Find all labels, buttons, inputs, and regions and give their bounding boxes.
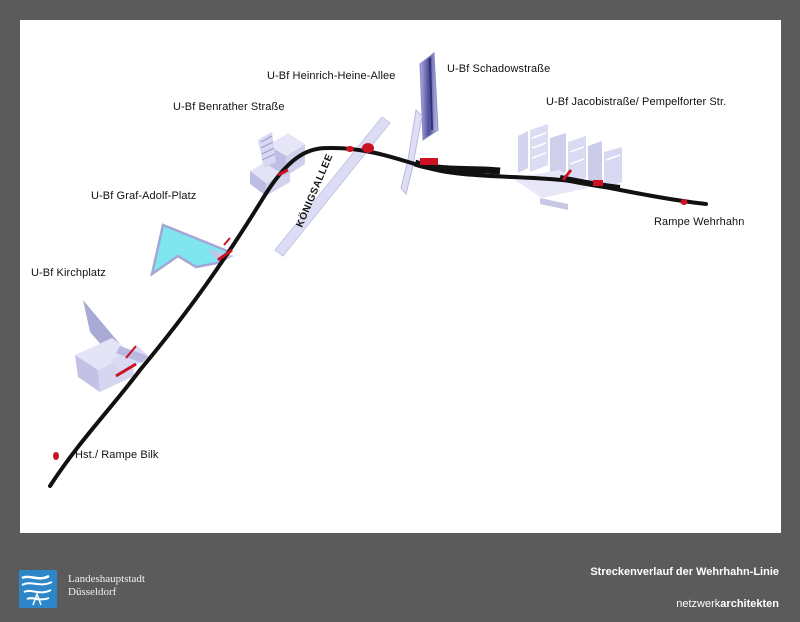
station-marker-schadowstrasse bbox=[420, 158, 438, 165]
label-graf-adolf-platz: U-Bf Graf-Adolf-Platz bbox=[91, 190, 197, 202]
schadowstrasse-building bbox=[400, 52, 439, 196]
label-rampe-wehrhahn: Rampe Wehrhahn bbox=[654, 216, 745, 228]
label-benrather-strasse: U-Bf Benrather Straße bbox=[173, 101, 285, 113]
duesseldorf-city-logo-icon bbox=[19, 570, 57, 608]
station-marker-benrather-strasse bbox=[277, 168, 289, 177]
city-name-line2: Düsseldorf bbox=[68, 586, 117, 598]
label-heinrich-heine-allee: U-Bf Heinrich-Heine-Allee bbox=[267, 70, 396, 82]
station-marker-rampe-bilk bbox=[53, 452, 59, 460]
city-name-line1: Landeshauptstadt bbox=[68, 573, 145, 585]
kirchplatz-buildings bbox=[75, 300, 150, 392]
plan-title: Streckenverlauf der Wehrhahn-Linie bbox=[590, 566, 779, 578]
station-marker-heinrich-heine-allee bbox=[362, 143, 374, 153]
label-jacobistrasse: U-Bf Jacobistraße/ Pempelforter Str. bbox=[546, 96, 727, 108]
label-schadowstrasse: U-Bf Schadowstraße bbox=[447, 63, 551, 75]
station-marker-graf-adolf-platz bbox=[217, 248, 233, 262]
label-kirchplatz: U-Bf Kirchplatz bbox=[31, 267, 106, 279]
architect-bold: architekten bbox=[720, 598, 779, 610]
station-markers bbox=[53, 143, 688, 460]
architect-credit: netzwerkarchitekten bbox=[676, 598, 779, 610]
station-marker-jacobistrasse bbox=[561, 169, 573, 181]
label-rampe-bilk: Hst./ Rampe Bilk bbox=[75, 449, 159, 461]
benrather-strasse-buildings bbox=[250, 132, 305, 196]
footer: Landeshauptstadt Düsseldorf Streckenverl… bbox=[0, 533, 800, 622]
station-marker-rampe-wehrhahn bbox=[680, 199, 688, 205]
route-map-panel: KÖNIGSALLEE U-Bf Schadowstraße U-Bf Hein… bbox=[20, 20, 781, 533]
city-name: Landeshauptstadt Düsseldorf bbox=[68, 573, 145, 599]
station-marker-kirchplatz bbox=[115, 362, 137, 378]
graf-adolf-platz-plaza bbox=[150, 223, 234, 277]
architect-prefix: netzwerk bbox=[676, 598, 721, 610]
jacobistrasse-buildings bbox=[512, 124, 622, 210]
route-map-drawing: KÖNIGSALLEE bbox=[48, 52, 708, 488]
